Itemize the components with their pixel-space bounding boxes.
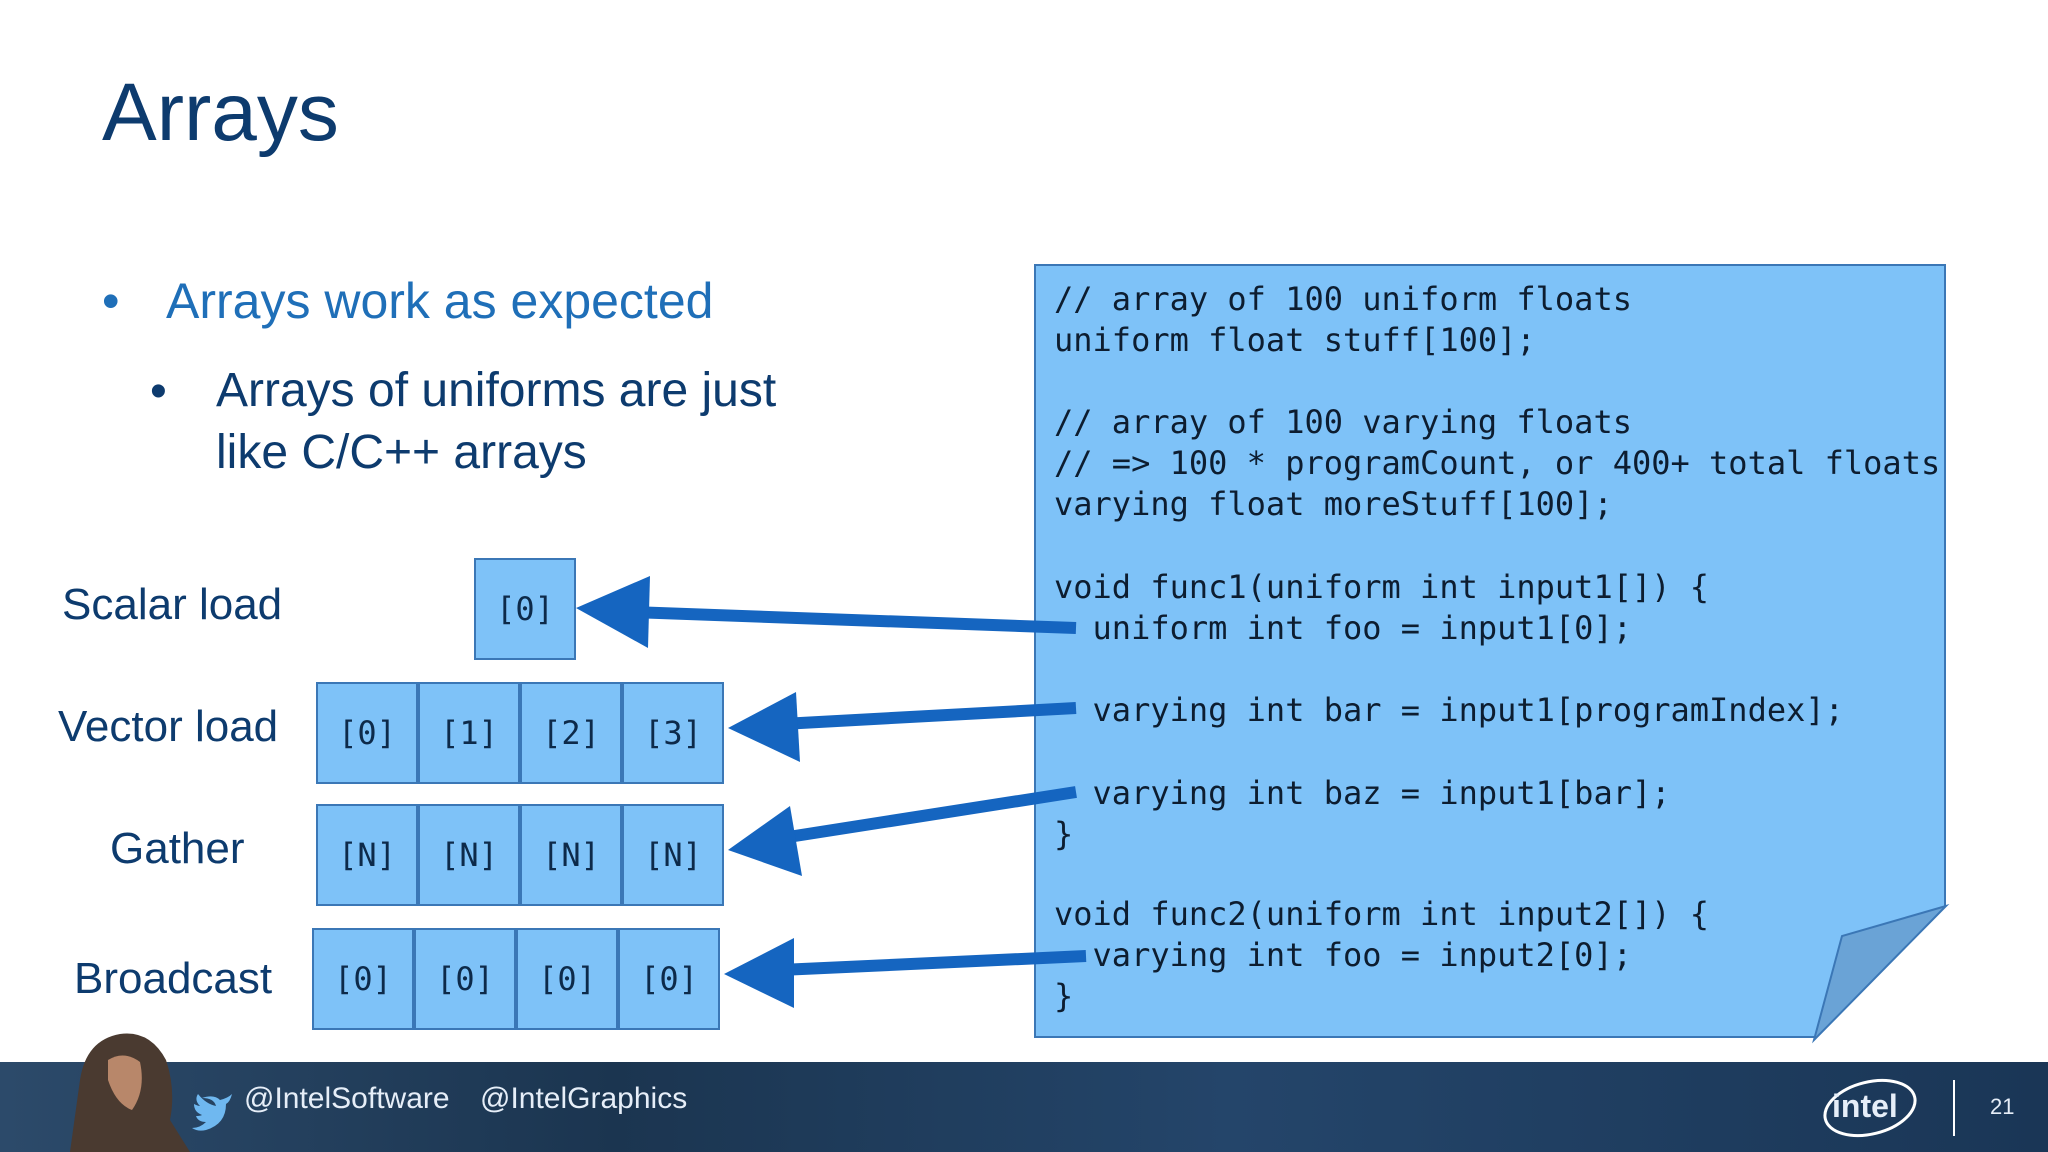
vector-cell: [0] bbox=[316, 682, 418, 784]
code-line: varying int foo = input2[0]; bbox=[1054, 936, 1632, 974]
bullet-dot: • bbox=[102, 273, 120, 329]
arrow-vector bbox=[781, 702, 1077, 730]
vector-cell: [3] bbox=[622, 682, 724, 784]
scalar-cell: [0] bbox=[474, 558, 576, 660]
slide-title: Arrays bbox=[102, 67, 339, 158]
gather-cell: [N] bbox=[316, 804, 418, 906]
code-line: // array of 100 varying floats bbox=[1054, 403, 1632, 441]
arrow-gather bbox=[781, 786, 1077, 844]
twitter-icon bbox=[192, 1094, 232, 1131]
broadcast-cell: [0] bbox=[618, 928, 720, 1030]
code-line: // array of 100 uniform floats bbox=[1054, 280, 1632, 318]
page-number: 21 bbox=[1990, 1094, 2015, 1119]
label-gather: Gather bbox=[110, 824, 245, 873]
broadcast-cell: [0] bbox=[414, 928, 516, 1030]
intel-logo-text: intel bbox=[1832, 1088, 1898, 1124]
code-line: varying float moreStuff[100]; bbox=[1054, 485, 1613, 523]
code-line: } bbox=[1054, 977, 1074, 1015]
code-line: varying int bar = input1[programIndex]; bbox=[1054, 691, 1844, 729]
arrow-broadcast bbox=[779, 950, 1087, 976]
vector-cell: [1] bbox=[418, 682, 520, 784]
code-line: uniform int foo = input1[0]; bbox=[1054, 609, 1632, 647]
code-line: void func2(uniform int input2[]) { bbox=[1054, 895, 1710, 933]
arrowhead-gather-icon bbox=[728, 806, 802, 876]
gather-cell: [N] bbox=[520, 804, 622, 906]
code-line: varying int baz = input1[bar]; bbox=[1054, 774, 1671, 812]
code-line: uniform float stuff[100]; bbox=[1054, 321, 1536, 359]
footer-handle-intelsoftware: @IntelSoftware bbox=[244, 1082, 450, 1115]
broadcast-cell: [0] bbox=[516, 928, 618, 1030]
broadcast-cell: [0] bbox=[312, 928, 414, 1030]
bullet-text: Arrays work as expected bbox=[166, 273, 714, 329]
code-line: // => 100 * programCount, or 400+ total … bbox=[1054, 444, 1941, 482]
vector-cell: [2] bbox=[520, 682, 622, 784]
arrow-scalar bbox=[629, 606, 1077, 634]
code-line: void func1(uniform int input1[]) { bbox=[1054, 568, 1710, 606]
intel-logo-icon bbox=[1823, 1078, 1917, 1138]
arrowhead-scalar-icon bbox=[576, 576, 650, 648]
gather-cell: [N] bbox=[622, 804, 724, 906]
arrowhead-broadcast-icon bbox=[724, 938, 794, 1008]
bullet-dot: • bbox=[150, 365, 167, 418]
footer-banner bbox=[0, 1062, 2048, 1152]
subbullet-text: Arrays of uniforms are just like C/C++ a… bbox=[216, 364, 777, 479]
code-line: } bbox=[1054, 815, 1074, 853]
code-panel bbox=[1034, 264, 1946, 1038]
gather-cell: [N] bbox=[418, 804, 520, 906]
label-broadcast: Broadcast bbox=[74, 954, 273, 1003]
arrowhead-vector-icon bbox=[728, 692, 800, 762]
footer-handle-intelgraphics: @IntelGraphics bbox=[480, 1082, 688, 1115]
label-vector-load: Vector load bbox=[58, 702, 279, 751]
label-scalar-load: Scalar load bbox=[62, 580, 283, 629]
